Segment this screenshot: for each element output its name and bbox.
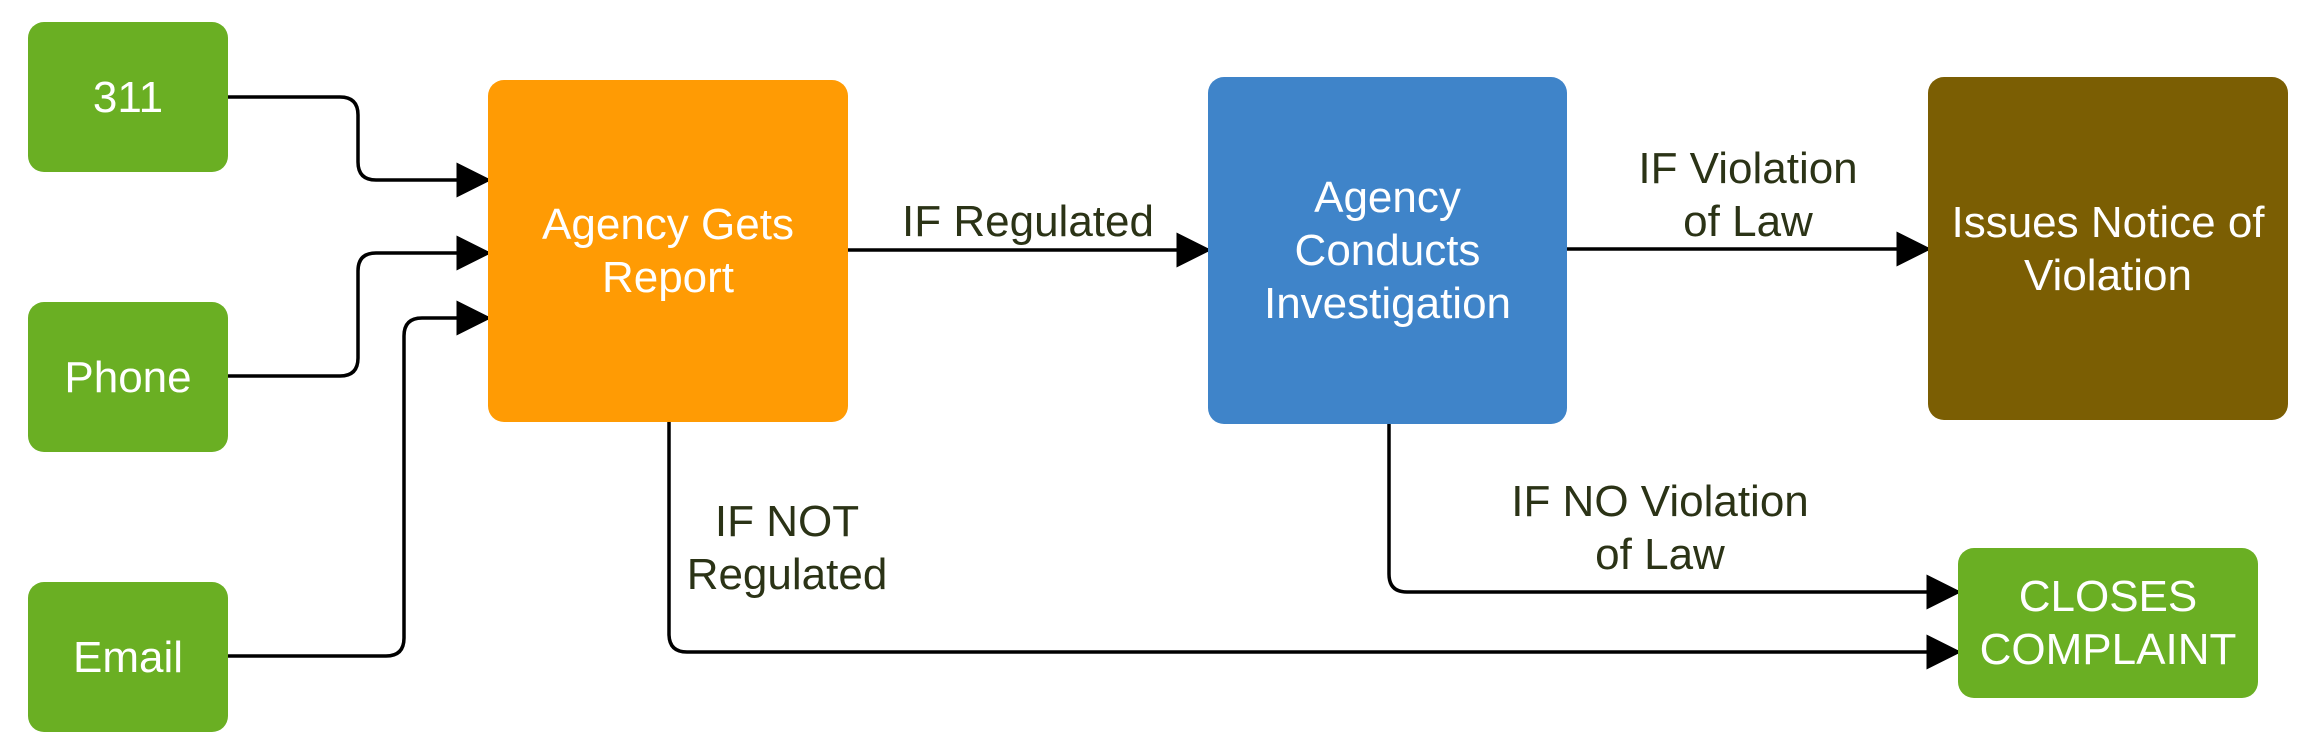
arrow-email-to-agency [228,300,492,658]
source-311-label: 311 [92,72,164,122]
agency-conducts-investigation-box: Agency Conducts Investigation [1208,77,1567,424]
source-311-box: 311 [28,22,228,172]
arrow-phone-to-agency [228,235,492,378]
source-phone-box: Phone [28,302,228,452]
agency-gets-report-box: Agency Gets Report [488,80,848,422]
edge-label-if-no-violation: IF NO Violation of Law [1511,477,1809,579]
issues-notice-box: Issues Notice of Violation [1928,77,2288,420]
arrow-311-to-agency [228,95,492,198]
agency-conducts-investigation-label: Agency Conducts Investigation [1263,173,1512,328]
arrow-agency-to-closes [667,422,1962,670]
edge-label-if-violation: IF Violation of Law [1638,144,1858,246]
closes-complaint-box: CLOSES COMPLAINT [1958,548,2258,698]
edge-label-if-not-regulated: IF NOT Regulated [686,497,888,599]
arrow-investigation-to-closes [1387,424,1962,610]
source-phone-label: Phone [64,352,192,402]
closes-complaint-label: CLOSES COMPLAINT [1979,572,2237,674]
issues-notice-label: Issues Notice of Violation [1951,197,2265,300]
source-email-box: Email [28,582,228,732]
edge-label-if-regulated: IF Regulated [902,197,1154,246]
agency-gets-report-label: Agency Gets Report [542,200,794,302]
source-email-label: Email [72,632,184,682]
